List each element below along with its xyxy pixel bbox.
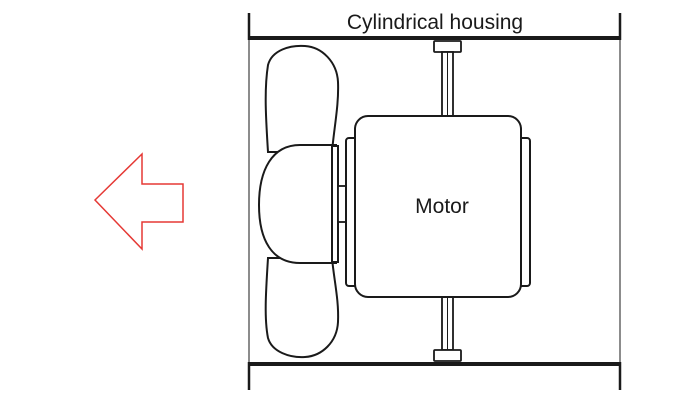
fan <box>257 44 340 359</box>
fan-blade-top <box>264 44 340 153</box>
bottom-mount-bracket <box>433 349 462 362</box>
motor-body <box>354 115 522 298</box>
housing-label: Cylindrical housing <box>347 11 523 34</box>
airflow-arrow-icon <box>93 152 184 251</box>
motor <box>345 115 531 298</box>
cylindrical-housing <box>247 13 622 390</box>
fan-hub <box>257 144 337 264</box>
fan-blade-bottom <box>264 257 340 359</box>
motor-label: Motor <box>415 195 469 218</box>
top-mount-bracket <box>433 40 462 53</box>
